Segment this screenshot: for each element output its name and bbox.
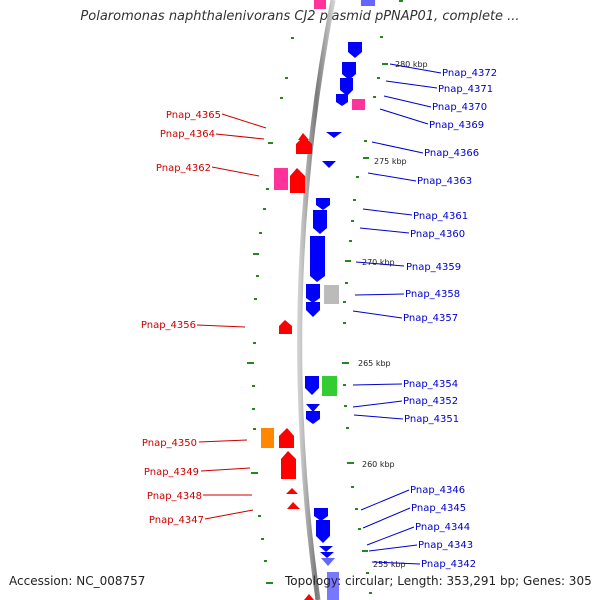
right-gene-labels: Pnap_4372 Pnap_4371 Pnap_4370 Pnap_4369 … <box>403 68 497 570</box>
gene-label-pnap-4354: Pnap_4354 <box>403 379 458 390</box>
scale-label-260: 260 kbp <box>362 460 395 469</box>
gene-label-pnap-4362: Pnap_4362 <box>156 163 211 174</box>
gene-glyph-pnap-4364 <box>296 136 312 154</box>
accession-text: Accession: NC_008757 <box>9 574 146 588</box>
reverse-gene-glyphs <box>305 0 375 600</box>
gene-label-pnap-4371: Pnap_4371 <box>438 84 493 95</box>
gene-label-pnap-4358: Pnap_4358 <box>405 289 460 300</box>
gene-label-pnap-4370: Pnap_4370 <box>432 102 487 113</box>
gene-label-pnap-4361: Pnap_4361 <box>413 211 468 222</box>
gene-label-pnap-4351: Pnap_4351 <box>404 414 459 425</box>
gene-label-pnap-4357: Pnap_4357 <box>403 313 458 324</box>
scale-label-255: 255 kbp <box>373 560 406 569</box>
left-tick-track <box>247 37 294 584</box>
map-title: Polaromonas naphthalenivorans CJ2 plasmi… <box>80 9 520 24</box>
forward-gene-glyphs <box>261 0 326 600</box>
gene-glyph-pnap-4356 <box>279 320 292 334</box>
gene-glyph-pnap-4350-b <box>279 428 294 448</box>
gene-label-pnap-4348: Pnap_4348 <box>147 491 202 502</box>
right-tick-track <box>342 0 403 594</box>
gene-label-pnap-4363: Pnap_4363 <box>417 176 472 187</box>
gene-glyph-pnap-4362-b <box>290 168 305 193</box>
gene-glyph-top-pink <box>314 0 326 9</box>
gene-label-pnap-4349: Pnap_4349 <box>144 467 199 478</box>
gene-label-pnap-4360: Pnap_4360 <box>410 229 465 240</box>
scale-label-265: 265 kbp <box>358 359 391 368</box>
plasmid-backbone <box>297 0 336 600</box>
gene-label-pnap-4359: Pnap_4359 <box>406 262 461 273</box>
gene-glyph-pnap-4362-a <box>274 168 288 190</box>
gene-glyph-pnap-4350-a <box>261 428 274 448</box>
scale-labels: 280 kbp 275 kbp 270 kbp 265 kbp 260 kbp … <box>358 60 428 569</box>
left-gene-labels: Pnap_4365 Pnap_4364 Pnap_4362 Pnap_4356 … <box>141 110 221 526</box>
left-leader-lines <box>196 113 267 520</box>
gene-label-pnap-4356: Pnap_4356 <box>141 320 196 331</box>
gene-label-pnap-4345: Pnap_4345 <box>411 503 466 514</box>
gene-label-pnap-4350: Pnap_4350 <box>142 438 197 449</box>
scale-label-275: 275 kbp <box>374 157 407 166</box>
gene-label-pnap-4369: Pnap_4369 <box>429 120 484 131</box>
scale-label-270: 270 kbp <box>362 258 395 267</box>
gene-label-pnap-4344: Pnap_4344 <box>415 522 470 533</box>
right-leader-lines <box>352 63 442 565</box>
topology-summary: Topology: circular; Length: 353,291 bp; … <box>285 574 592 588</box>
gene-label-pnap-4346: Pnap_4346 <box>410 485 465 496</box>
gene-label-pnap-4352: Pnap_4352 <box>403 396 458 407</box>
gene-label-pnap-4342: Pnap_4342 <box>421 559 476 570</box>
gene-label-pnap-4366: Pnap_4366 <box>424 148 479 159</box>
gene-glyph-pnap-4348 <box>286 488 298 494</box>
gene-label-pnap-4364: Pnap_4364 <box>160 129 215 140</box>
gene-label-pnap-4343: Pnap_4343 <box>418 540 473 551</box>
gene-label-pnap-4365: Pnap_4365 <box>166 110 221 121</box>
gene-label-pnap-4372: Pnap_4372 <box>442 68 497 79</box>
gene-glyph-pnap-4349 <box>281 451 296 479</box>
scale-label-280: 280 kbp <box>395 60 428 69</box>
gene-glyph-bottom <box>304 594 314 600</box>
gene-glyph-pnap-4347 <box>287 502 300 509</box>
gene-label-pnap-4347: Pnap_4347 <box>149 515 204 526</box>
